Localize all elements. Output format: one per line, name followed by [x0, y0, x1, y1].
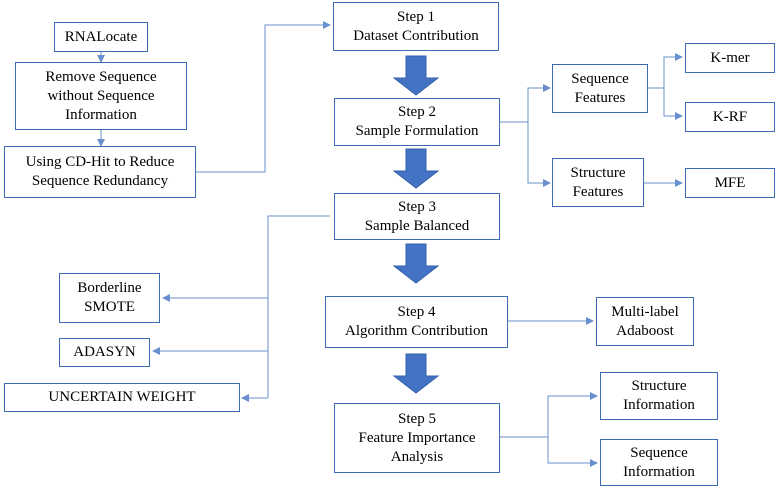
down-arrow-1 — [392, 55, 440, 96]
connector-to-krf — [663, 88, 683, 120]
connector-to-kmer — [663, 53, 683, 88]
node-sequence-information: Sequence Information — [600, 439, 718, 486]
node-borderline-smote: Borderline SMOTE — [59, 273, 160, 323]
down-arrow-3 — [392, 243, 440, 284]
connector-step3-trunk — [267, 215, 330, 398]
connector-to-struct-features — [527, 122, 551, 187]
node-step2: Step 2 Sample Formulation — [334, 98, 500, 146]
node-krf: K-RF — [685, 102, 775, 132]
node-step1: Step 1 Dataset Contribution — [333, 2, 499, 51]
node-adasyn: ADASYN — [59, 338, 150, 367]
node-structure-information: Structure Information — [600, 372, 718, 420]
connector-to-structure-info — [547, 392, 598, 437]
node-rnalocate: RNALocate — [54, 22, 148, 52]
connector-cdhit-step1 — [196, 21, 331, 173]
node-step5: Step 5 Feature Importance Analysis — [334, 403, 500, 473]
node-remove-sequence: Remove Sequence without Sequence Informa… — [15, 62, 187, 130]
node-sequence-features: Sequence Features — [552, 64, 648, 113]
node-uncertain-weight: UNCERTAIN WEIGHT — [4, 383, 240, 412]
connector-to-seq-features — [527, 84, 551, 122]
down-arrow-4 — [392, 353, 440, 394]
node-cdhit: Using CD-Hit to Reduce Sequence Redundan… — [4, 146, 196, 198]
down-arrow-2 — [392, 148, 440, 189]
connector-to-sequence-info — [547, 437, 598, 467]
node-step3: Step 3 Sample Balanced — [334, 193, 500, 240]
node-multilabel-adaboost: Multi-label Adaboost — [596, 297, 694, 346]
node-structure-features: Structure Features — [552, 158, 644, 207]
node-step4: Step 4 Algorithm Contribution — [325, 296, 508, 348]
node-mfe: MFE — [685, 168, 775, 198]
node-kmer: K-mer — [685, 43, 775, 73]
